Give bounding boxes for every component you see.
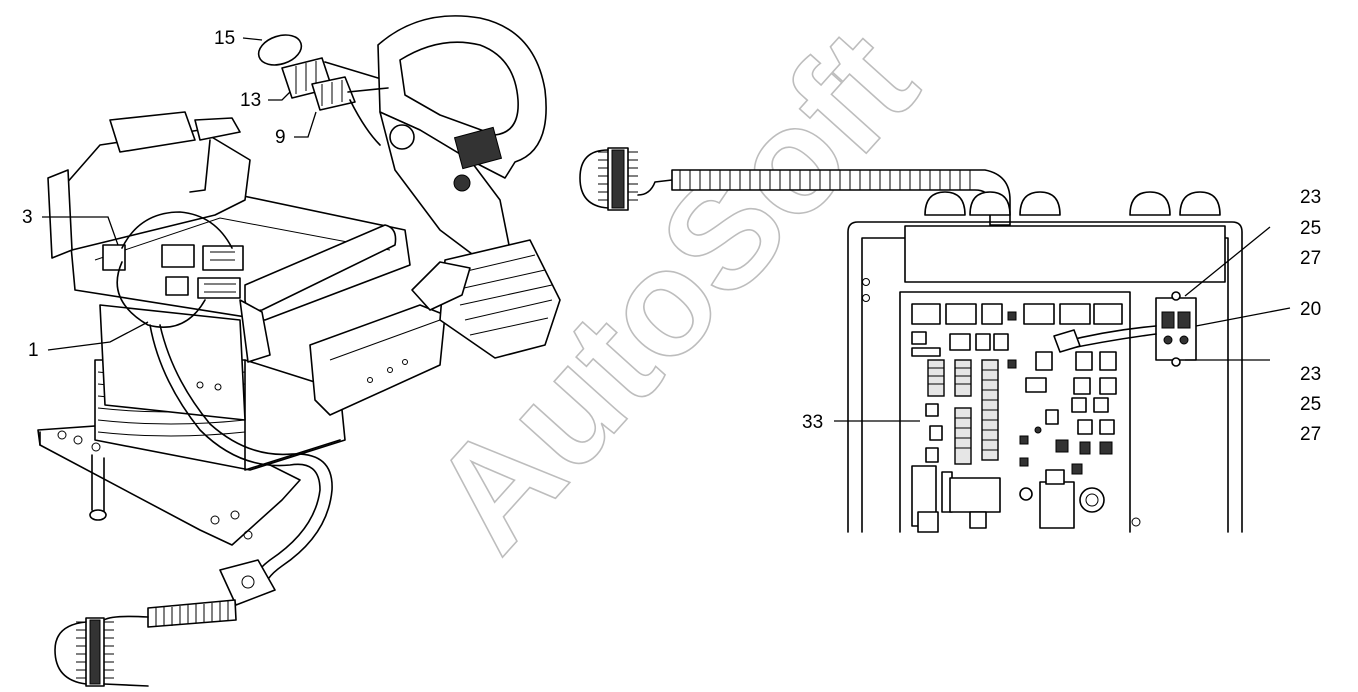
callout-23-bottom: 23 [1300,364,1321,385]
callout-1: 1 [28,340,39,361]
top-harness [579,147,1011,226]
leader-lines [42,37,1291,422]
callout-33: 33 [802,412,823,433]
ground-stud-bracket [1155,291,1197,367]
electrical-panel [847,191,1243,533]
callout-25-top: 25 [1300,218,1321,239]
callout-9: 9 [275,127,286,148]
callout-20: 20 [1300,299,1321,320]
callout-25-bottom: 25 [1300,394,1321,415]
callout-27-bottom: 27 [1300,424,1321,445]
callout-27-top: 27 [1300,248,1321,269]
callout-23-top: 23 [1300,187,1321,208]
callout-3: 3 [22,207,33,228]
callout-15: 15 [214,28,235,49]
callout-labels: 15 13 9 3 1 33 23 25 27 20 23 25 27 [22,28,1321,445]
joystick-assembly [377,15,561,359]
switch-parts [257,34,389,146]
callout-13: 13 [240,90,261,111]
seat-assembly [37,111,446,687]
fuse-block [927,359,999,465]
